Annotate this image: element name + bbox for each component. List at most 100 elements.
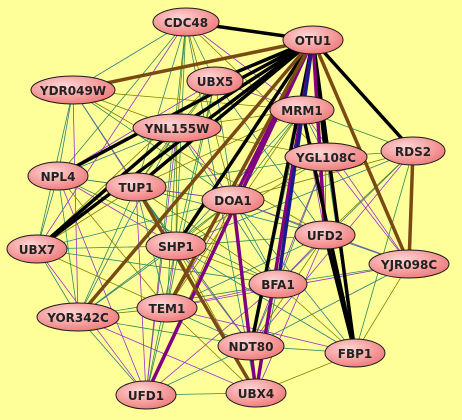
heavy-edge-otu1-ubx7	[35, 38, 315, 251]
node-label: YOR342C	[46, 311, 109, 325]
node-label: DOA1	[214, 194, 251, 208]
node-ellipse	[30, 75, 116, 105]
edge-rds2-bfa1	[277, 150, 414, 285]
node-ellipse	[145, 231, 207, 261]
node-label: OTU1	[295, 34, 331, 48]
node-ellipse	[186, 66, 244, 96]
node-bfa1[interactable]: BFA1	[248, 269, 308, 299]
heavy-edge-otu1-shp1	[174, 38, 315, 248]
node-label: UFD1	[128, 389, 164, 403]
node-label: TUP1	[118, 181, 153, 195]
node-label: SHP1	[158, 240, 194, 254]
edge-cdc48-npl4	[57, 21, 187, 177]
edge-tup1-yor342c	[77, 186, 137, 318]
edge-yor342c-ubx4	[77, 316, 257, 394]
edge-yjr098c-fbp1	[354, 263, 410, 354]
node-ellipse	[217, 331, 285, 361]
node-ubx5[interactable]: UBX5	[186, 66, 244, 96]
edge-npl4-yor342c	[57, 175, 79, 318]
heavy-edge-doa1-ubx4	[231, 198, 258, 395]
node-ygl108c[interactable]: YGL108C	[284, 142, 368, 172]
node-fbp1[interactable]: FBP1	[324, 338, 386, 368]
edge-ynl155w-ufd1	[145, 127, 178, 396]
node-label: UBX7	[19, 243, 56, 257]
node-ellipse	[132, 113, 222, 143]
node-ellipse	[368, 249, 450, 279]
edge-ynl155w-tem1	[166, 127, 178, 309]
node-mrm1[interactable]: MRM1	[269, 95, 335, 125]
node-label: MRM1	[281, 104, 322, 118]
edge-npl4-shp1	[57, 175, 177, 247]
edge-tup1-ufd1	[135, 186, 147, 396]
edge-npl4-tem1	[57, 175, 168, 309]
node-label: YDR049W	[39, 84, 106, 98]
node-ellipse	[282, 25, 344, 55]
node-ellipse	[105, 172, 167, 202]
node-ellipse	[380, 136, 446, 166]
node-npl4[interactable]: NPL4	[27, 161, 89, 191]
edge-ubx7-bfa1	[36, 248, 279, 285]
node-ynl155w[interactable]: YNL155W	[132, 113, 222, 143]
node-label: FBP1	[338, 347, 373, 361]
node-tem1[interactable]: TEM1	[136, 293, 198, 323]
node-cdc48[interactable]: CDC48	[152, 7, 220, 37]
edge-ynl155w-yor342c	[77, 127, 178, 318]
node-label: YJR098C	[380, 258, 437, 272]
node-label: UBX4	[238, 387, 275, 401]
node-ndt80[interactable]: NDT80	[217, 331, 285, 361]
node-label: CDC48	[164, 16, 208, 30]
node-label: RDS2	[395, 145, 431, 159]
node-ellipse	[115, 380, 177, 410]
edge-npl4-ufd1	[57, 175, 147, 396]
heavy-edge-otu1-ydr049w	[71, 38, 315, 92]
heavy-edge-otu1-npl4	[56, 38, 315, 178]
node-label: TEM1	[149, 302, 186, 316]
edge-rds2-fbp1	[354, 150, 414, 354]
node-rds2[interactable]: RDS2	[380, 136, 446, 166]
node-yor342c[interactable]: YOR342C	[36, 302, 120, 332]
node-ufd2[interactable]: UFD2	[294, 220, 356, 250]
node-label: BFA1	[261, 278, 295, 292]
edge-ydr049w-doa1	[72, 89, 234, 201]
node-doa1[interactable]: DOA1	[201, 185, 265, 215]
node-ellipse	[324, 338, 386, 368]
edge-ynl155w-shp1	[175, 127, 178, 247]
node-label: UBX5	[197, 75, 234, 89]
heavy-edge-otu1-tem1	[165, 38, 315, 310]
heavy-edge-otu1-rds2	[311, 38, 415, 153]
edge-tup1-ndt80	[135, 186, 252, 347]
node-tup1[interactable]: TUP1	[105, 172, 167, 202]
edge-doa1-yor342c	[77, 199, 234, 318]
node-ellipse	[136, 293, 198, 323]
node-ellipse	[201, 185, 265, 215]
node-ellipse	[225, 378, 287, 408]
edge-cdc48-tup1	[135, 21, 187, 188]
node-ydr049w[interactable]: YDR049W	[30, 75, 116, 105]
node-otu1[interactable]: OTU1	[282, 25, 344, 55]
node-yjr098c[interactable]: YJR098C	[368, 249, 450, 279]
node-label: YGL108C	[295, 151, 356, 165]
edge-ydr049w-yor342c	[72, 89, 79, 318]
edge-tem1-fbp1	[166, 307, 356, 354]
node-ufd1[interactable]: UFD1	[115, 380, 177, 410]
node-ellipse	[36, 302, 120, 332]
node-label: UFD2	[307, 229, 343, 243]
heavy-edge-rds2-yjr098c	[407, 149, 415, 266]
node-shp1[interactable]: SHP1	[145, 231, 207, 261]
node-label: NPL4	[41, 170, 76, 184]
edge-shp1-ndt80	[175, 245, 252, 347]
node-ubx7[interactable]: UBX7	[6, 234, 68, 264]
node-ubx4[interactable]: UBX4	[225, 378, 287, 408]
node-label: YNL155W	[144, 122, 210, 136]
node-ellipse	[269, 95, 335, 125]
heavy-edge-otu1-ynl155w	[175, 38, 315, 130]
edge-ygl108c-yjr098c	[325, 156, 410, 265]
heavy-edge-ufd2-fbp1	[323, 233, 357, 355]
node-ellipse	[27, 161, 89, 191]
edge-tem1-ufd1	[145, 307, 168, 396]
node-ellipse	[248, 269, 308, 299]
heavy-edge-otu1-fbp1	[311, 38, 357, 355]
